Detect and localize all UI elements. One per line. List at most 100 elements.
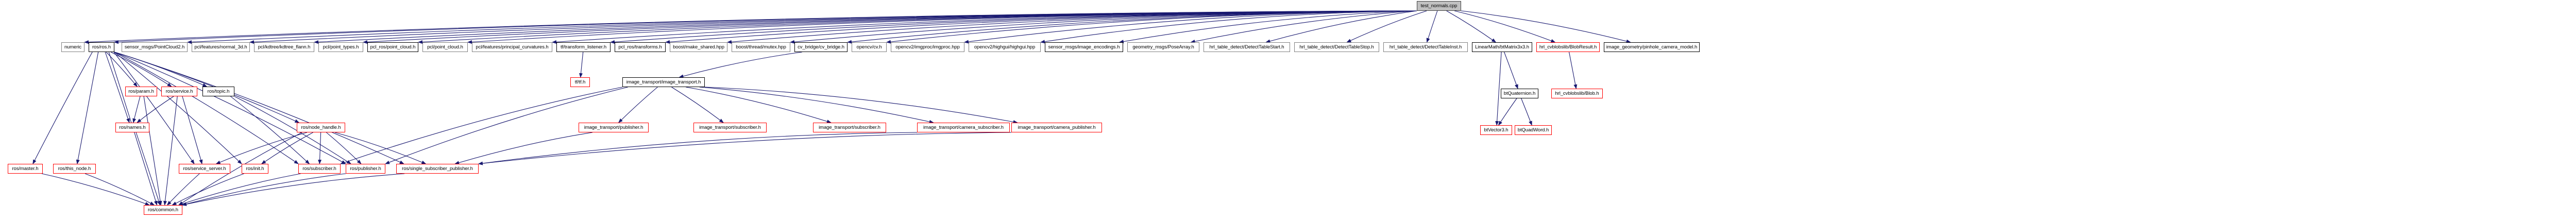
graph-node-highgui[interactable]: opencv2/highgui/highgui.hpp: [969, 42, 1041, 52]
graph-edge-root-to-dtinst: [1426, 10, 1438, 43]
graph-node-rosssp[interactable]: ros/single_subscriber_publisher.h: [396, 164, 479, 174]
graph-edge-rosros-to-rosinit: [114, 52, 242, 164]
graph-node-rosparam[interactable]: ros/param.h: [125, 87, 157, 96]
graph-node-pclpc[interactable]: pcl/point_cloud.h: [422, 42, 468, 52]
graph-node-rosservice[interactable]: ros/service.h: [161, 87, 197, 96]
graph-node-label: image_transport/publisher.h: [584, 124, 643, 130]
graph-edge-root-to-blobresult: [1454, 10, 1556, 43]
graph-node-label: hrl_table_detect/DetectTableStop.h: [1299, 44, 1374, 50]
graph-edge-root-to-imgencodings: [1118, 10, 1417, 44]
graph-node-rospublisher[interactable]: ros/publisher.h: [346, 164, 385, 174]
graph-node-posearray[interactable]: geometry_msgs/PoseArray.h: [1127, 42, 1199, 52]
graph-node-label: boost/thread/mutex.hpp: [736, 44, 786, 50]
graph-edge-root-to-pointtypes: [363, 10, 1417, 44]
graph-node-itsubscriber1[interactable]: image_transport/subscriber.h: [693, 123, 767, 132]
graph-node-btvector3[interactable]: btVector3.h: [1480, 125, 1512, 135]
graph-node-label: btQuadWord.h: [1517, 127, 1549, 133]
graph-node-rosserviceserver[interactable]: ros/service_server.h: [179, 164, 230, 174]
graph-node-numeric[interactable]: numeric: [61, 42, 84, 52]
graph-node-dtstop[interactable]: hrl_table_detect/DetectTableStop.h: [1294, 42, 1379, 52]
graph-edge-root-to-numeric: [84, 10, 1417, 44]
graph-node-makeshared[interactable]: boost/make_shared.hpp: [670, 42, 727, 52]
graph-node-imgtransport[interactable]: image_transport/image_transport.h: [622, 77, 705, 87]
graph-edge-nodehandle-to-rossubscriber: [318, 132, 322, 164]
graph-node-label: pcl_ros/transforms.h: [618, 44, 662, 50]
graph-node-rosros[interactable]: ros/ros.h: [89, 42, 114, 52]
graph-edge-rosros-to-rosssp: [114, 52, 404, 164]
graph-edge-rosservice-to-roscommon: [163, 96, 178, 206]
graph-edge-root-to-posearray: [1190, 10, 1417, 43]
graph-node-blobresult[interactable]: hrl_cvblobslib/BlobResult.h: [1536, 42, 1600, 52]
graph-node-rosinit[interactable]: ros/init.h: [242, 164, 268, 174]
graph-edge-cvbridge-to-imgtransport: [679, 52, 802, 78]
graph-node-rosmaster[interactable]: ros/master.h: [8, 164, 43, 174]
graph-node-rosnames[interactable]: ros/names.h: [115, 123, 149, 132]
graph-edge-nodehandle-to-rosserviceserver: [215, 132, 308, 164]
graph-node-rostopic[interactable]: ros/topic.h: [202, 87, 234, 96]
graph-node-nodehandle[interactable]: ros/node_handle.h: [297, 123, 345, 132]
graph-edge-root-to-opencvcv: [886, 10, 1417, 44]
graph-node-rossubscriber[interactable]: ros/subscriber.h: [298, 164, 341, 174]
graph-node-pclrospc[interactable]: pcl_ros/point_cloud.h: [367, 42, 418, 52]
graph-node-princurv[interactable]: pcl/features/principal_curvatures.h: [472, 42, 552, 52]
graph-node-itcampub[interactable]: image_transport/camera_publisher.h: [1011, 123, 1102, 132]
graph-edge-btquaternion-to-btquadword: [1521, 98, 1532, 126]
graph-node-cvbridge[interactable]: cv_bridge/cv_bridge.h: [794, 42, 848, 52]
graph-node-opencvcv[interactable]: opencv/cv.h: [852, 42, 887, 52]
graph-node-label: image_transport/image_transport.h: [626, 79, 701, 85]
graph-node-mutexhpp[interactable]: boost/thread/mutex.hpp: [732, 42, 790, 52]
graph-node-root[interactable]: test_normals.cpp: [1417, 1, 1461, 11]
graph-node-normal3d[interactable]: pcl/features/normal_3d.h: [192, 42, 250, 52]
graph-edge-rosssp-to-roscommon: [182, 173, 405, 206]
graph-node-roscommon[interactable]: ros/common.h: [144, 205, 182, 215]
graph-node-dtinst[interactable]: hrl_table_detect/DetectTableInst.h: [1383, 42, 1468, 52]
graph-node-label: hrl_cvblobslib/Blob.h: [1555, 90, 1599, 96]
graph-node-label: image_geometry/pinhole_camera_model.h: [1606, 44, 1698, 50]
graph-edge-rosros-to-rosservice: [110, 52, 172, 87]
graph-node-btquadword[interactable]: btQuadWord.h: [1515, 125, 1552, 135]
graph-node-itpublisher[interactable]: image_transport/publisher.h: [579, 123, 649, 132]
graph-edge-nodehandle-to-rospublisher: [326, 132, 362, 164]
graph-edge-itcamsub-to-rosssp: [478, 132, 918, 165]
graph-node-label: ros/service_server.h: [183, 165, 226, 172]
graph-node-btmatrix[interactable]: LinearMath/btMatrix3x3.h: [1472, 42, 1532, 52]
graph-node-label: pcl/features/normal_3d.h: [194, 44, 247, 50]
graph-node-itcamsub[interactable]: image_transport/camera_subscriber.h: [917, 123, 1010, 132]
graph-node-imgproc[interactable]: opencv2/imgproc/imgproc.hpp: [891, 42, 964, 52]
graph-node-label: opencv2/highgui/highgui.hpp: [974, 44, 1036, 50]
graph-node-tflistener[interactable]: tf/transform_listener.h: [556, 42, 611, 52]
graph-node-dtstart[interactable]: hrl_table_detect/DetectTableStart.h: [1204, 42, 1290, 52]
graph-node-label: hrl_cvblobslib/BlobResult.h: [1539, 44, 1597, 50]
graph-node-pinhole[interactable]: image_geometry/pinhole_camera_model.h: [1604, 42, 1700, 52]
graph-node-tftf[interactable]: tf/tf.h: [570, 77, 590, 87]
graph-node-label: LinearMath/btMatrix3x3.h: [1475, 44, 1529, 50]
graph-edge-nodehandle-to-rosssp: [334, 132, 427, 164]
graph-node-pointcloud2[interactable]: sensor_msgs/PointCloud2.h: [122, 42, 188, 52]
graph-node-kdtreeflann[interactable]: pcl/kdtree/kdtree_flann.h: [254, 42, 314, 52]
graph-edge-imgtransport-to-itcampub: [704, 87, 1018, 124]
graph-edge-imgtransport-to-itcamsub: [699, 87, 934, 124]
graph-edge-rosros-to-rosparam: [106, 52, 138, 87]
graph-edge-root-to-highgui: [1040, 10, 1417, 44]
graph-node-label: test_normals.cpp: [1420, 3, 1458, 9]
graph-edge-rosserviceserver-to-roscommon: [166, 173, 200, 206]
graph-node-pclrostf[interactable]: pcl_ros/transforms.h: [615, 42, 666, 52]
graph-node-label: boost/make_shared.hpp: [673, 44, 724, 50]
graph-node-label: ros/subscriber.h: [302, 165, 336, 172]
graph-node-itsubscriber2[interactable]: image_transport/subscriber.h: [813, 123, 886, 132]
graph-edge-root-to-dtstop: [1346, 10, 1427, 43]
graph-node-imgencodings[interactable]: sensor_msgs/image_encodings.h: [1045, 42, 1123, 52]
graph-node-label: ros/ros.h: [92, 44, 111, 50]
graph-node-blob[interactable]: hrl_cvblobslib/Blob.h: [1551, 89, 1603, 98]
graph-edge-root-to-btmatrix: [1446, 10, 1497, 43]
graph-node-label: image_transport/subscriber.h: [699, 124, 761, 130]
graph-node-label: sensor_msgs/image_encodings.h: [1048, 44, 1120, 50]
graph-node-label: hrl_table_detect/DetectTableStart.h: [1209, 44, 1284, 50]
graph-edge-itpublisher-to-rosssp: [454, 132, 593, 165]
graph-node-rosthisnode[interactable]: ros/this_node.h: [53, 164, 96, 174]
graph-edge-tflistener-to-tftf: [579, 52, 584, 78]
graph-node-label: ros/service.h: [165, 88, 193, 94]
graph-node-pointtypes[interactable]: pcl/point_types.h: [318, 42, 363, 52]
graph-node-btquaternion[interactable]: btQuaternion.h: [1501, 89, 1538, 98]
